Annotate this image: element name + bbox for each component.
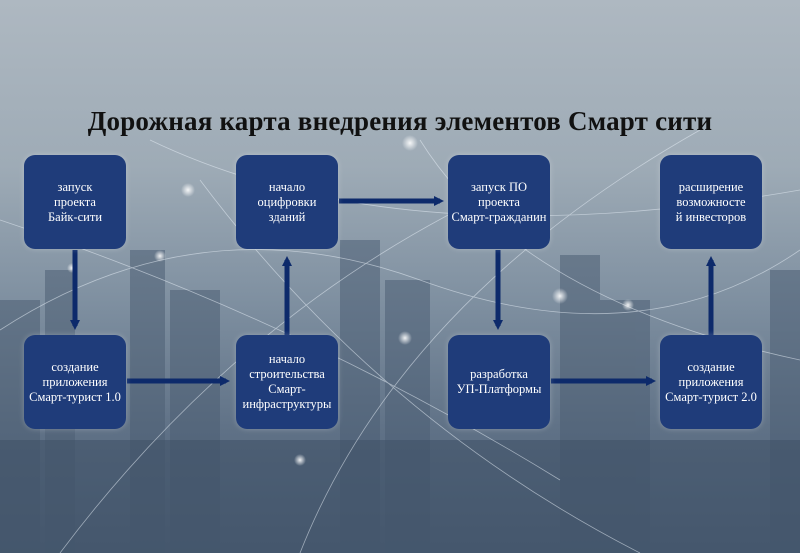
node-digitizing-buildings: начало оцифровки зданий	[236, 155, 338, 249]
node-smart-citizen: запуск ПО проекта Смарт-гражданин	[448, 155, 550, 249]
node-up-platform: разработка УП-Платформы	[448, 335, 550, 429]
page-title: Дорожная карта внедрения элементов Смарт…	[87, 106, 713, 136]
node-investor-expansion: расширение возможносте й инвесторов	[660, 155, 762, 249]
node-bike-city: запуск проекта Байк-сити	[24, 155, 126, 249]
node-smart-tourist-1: создание приложения Смарт-турист 1.0	[24, 335, 126, 429]
node-smart-infrastructure: начало строительства Смарт- инфраструкту…	[236, 335, 338, 429]
node-smart-tourist-2: создание приложения Смарт-турист 2.0	[660, 335, 762, 429]
